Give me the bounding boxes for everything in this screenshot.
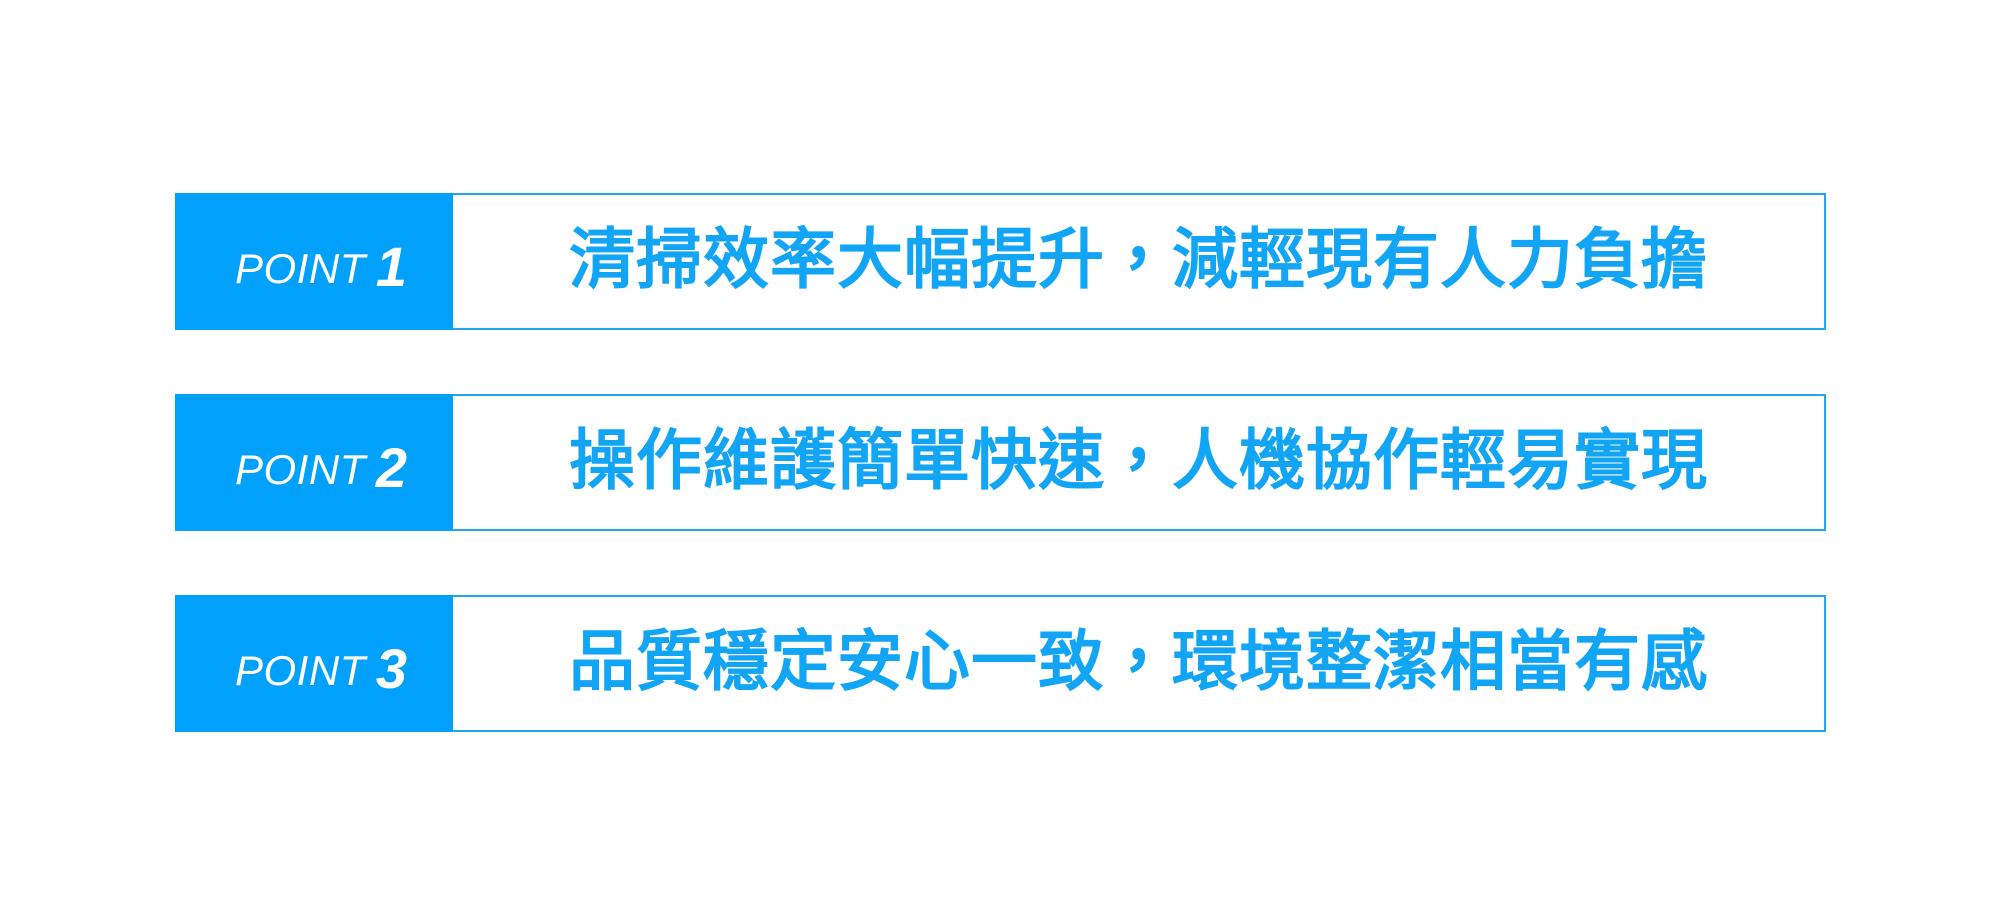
- point-row: POINT 2 操作維護簡單快速，人機協作輕易實現: [175, 394, 1826, 531]
- point-row: POINT 3 品質穩定安心一致，環境整潔相當有感: [175, 595, 1826, 732]
- point-badge-inner: POINT 3: [235, 636, 407, 700]
- point-text: 品質穩定安心一致，環境整潔相當有感: [569, 623, 1708, 701]
- point-badge-3: POINT 3: [175, 595, 453, 732]
- point-badge-inner: POINT 1: [235, 234, 407, 298]
- point-badge-word: POINT: [235, 646, 366, 694]
- point-badge-inner: POINT 2: [235, 435, 407, 499]
- point-panel-2: 操作維護簡單快速，人機協作輕易實現: [453, 394, 1826, 531]
- point-text: 清掃效率大幅提升，減輕現有人力負擔: [569, 221, 1708, 299]
- point-badge-word: POINT: [235, 244, 366, 292]
- point-text: 操作維護簡單快速，人機協作輕易實現: [569, 422, 1708, 500]
- point-badge-word: POINT: [235, 445, 366, 493]
- point-badge-number: 3: [375, 636, 407, 700]
- point-badge-1: POINT 1: [175, 193, 453, 330]
- point-badge-number: 2: [375, 435, 407, 499]
- point-panel-3: 品質穩定安心一致，環境整潔相當有感: [453, 595, 1826, 732]
- point-badge-number: 1: [375, 234, 407, 298]
- point-row: POINT 1 清掃效率大幅提升，減輕現有人力負擔: [175, 193, 1826, 330]
- point-badge-2: POINT 2: [175, 394, 453, 531]
- point-panel-1: 清掃效率大幅提升，減輕現有人力負擔: [453, 193, 1826, 330]
